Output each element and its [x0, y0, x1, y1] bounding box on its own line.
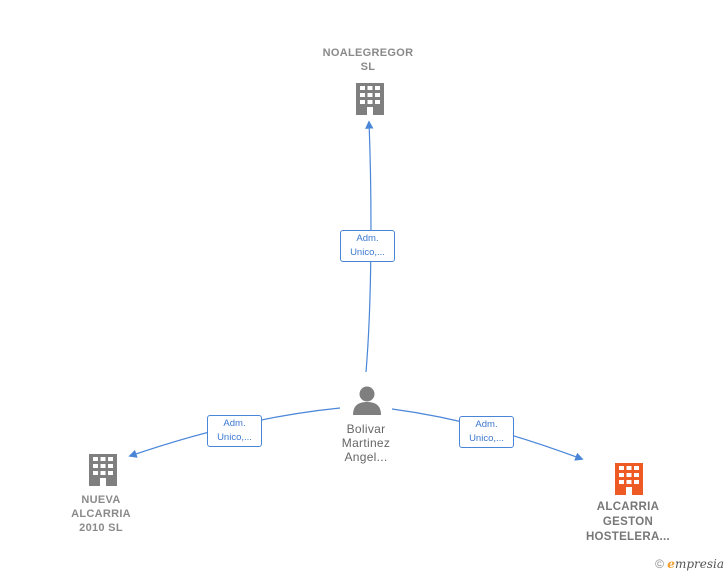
- label-line: GESTON: [602, 516, 654, 528]
- label-line: ALCARRIA: [596, 501, 660, 513]
- building-icon[interactable]: [615, 463, 643, 495]
- label-line: SL: [360, 61, 376, 73]
- company-label-right[interactable]: ALCARRIA GESTON HOSTELERA...: [568, 500, 688, 545]
- person-label[interactable]: Bolivar Martinez Angel...: [316, 422, 416, 464]
- edge-label-line: Adm.: [223, 418, 246, 429]
- building-icon[interactable]: [356, 83, 384, 115]
- label-line: 2010 SL: [79, 522, 123, 534]
- label-line: Martinez: [341, 436, 391, 450]
- brand-footer[interactable]: © empresia: [655, 557, 724, 571]
- edge-label-line: Unico,...: [469, 433, 504, 444]
- brand-logo: empresia: [667, 557, 724, 571]
- person-icon[interactable]: [353, 386, 381, 416]
- company-label-left[interactable]: NUEVA ALCARRIA 2010 SL: [46, 493, 156, 535]
- edge-label-line: Unico,...: [217, 432, 252, 443]
- label-line: ALCARRIA: [71, 508, 131, 520]
- copyright-icon: ©: [655, 557, 664, 571]
- label-line: NOALEGREGOR: [322, 47, 414, 59]
- edge-label-top[interactable]: Adm. Unico,...: [340, 230, 395, 262]
- edge-label-line: Adm.: [475, 419, 498, 430]
- label-line: Bolivar: [346, 422, 386, 436]
- building-icon[interactable]: [89, 454, 117, 486]
- company-label-top[interactable]: NOALEGREGOR SL: [308, 46, 428, 74]
- edge-label-right[interactable]: Adm. Unico,...: [459, 416, 514, 448]
- label-line: NUEVA: [81, 494, 121, 506]
- edge-label-left[interactable]: Adm. Unico,...: [207, 415, 262, 447]
- edge-label-line: Unico,...: [350, 247, 385, 258]
- label-line: Angel...: [344, 450, 388, 464]
- label-line: HOSTELERA...: [585, 531, 671, 543]
- edge-label-line: Adm.: [356, 233, 379, 244]
